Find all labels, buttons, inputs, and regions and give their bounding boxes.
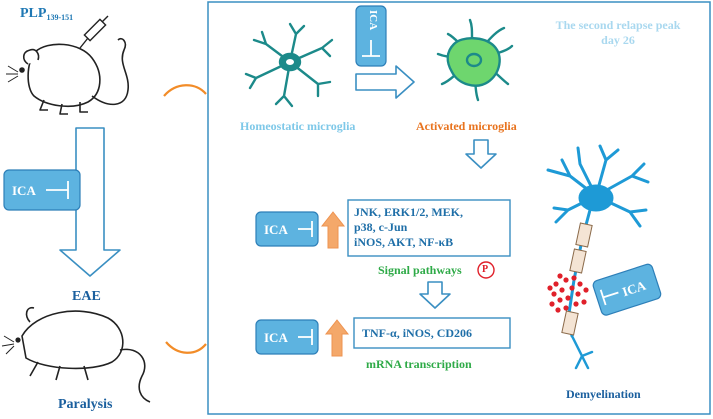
ica-inhibitor-neuron bbox=[592, 263, 662, 316]
ica-label-left: ICA bbox=[12, 183, 36, 198]
signal-pathway-box bbox=[347, 199, 511, 257]
connector-arc-top bbox=[163, 84, 207, 97]
activated-label: Activated microglia bbox=[416, 119, 517, 133]
demyelination-debris bbox=[547, 273, 589, 313]
main-panel-frame bbox=[207, 1, 711, 415]
upregulation-arrow-signal bbox=[320, 211, 346, 249]
relapse-line1: The second relapse peak bbox=[555, 18, 681, 32]
signal-line-3: iNOS, AKT, NF-κB bbox=[354, 235, 454, 249]
mrna-label: mRNA transcription bbox=[366, 357, 472, 371]
ica-inhibitor-left bbox=[3, 169, 81, 211]
ica-inhibitor-top bbox=[355, 5, 387, 67]
antigen-subscript: 139-151 bbox=[46, 13, 74, 22]
signal-pathway-text: JNK, ERK1/2, MEK, p38, c-Jun iNOS, AKT, … bbox=[354, 205, 463, 250]
phospho-symbol: P bbox=[482, 264, 489, 275]
mrna-box bbox=[353, 317, 511, 349]
demyelination-label: Demyelination bbox=[566, 387, 641, 401]
mouse-icon bbox=[6, 37, 129, 115]
paralyzed-mouse-icon bbox=[1, 306, 151, 403]
ica-label-mrna: ICA bbox=[264, 330, 288, 345]
ica-label-top: ICA bbox=[367, 10, 379, 31]
relapse-peak-title: The second relapse peak day 26 bbox=[538, 18, 698, 48]
signal-line-1: JNK, ERK1/2, MEK, bbox=[354, 205, 464, 219]
activation-arrow bbox=[355, 65, 415, 99]
signal-line-2: p38, c-Jun bbox=[354, 220, 408, 234]
phospho-marker bbox=[477, 261, 495, 279]
syringe-icon bbox=[79, 15, 109, 49]
ica-inhibitor-signal bbox=[255, 211, 319, 247]
upregulation-arrow-mrna bbox=[324, 319, 350, 357]
homeostatic-microglia-icon bbox=[244, 22, 334, 108]
homeostatic-label: Homeostatic microglia bbox=[240, 119, 356, 133]
myelin-sheath bbox=[561, 222, 593, 336]
eae-label: EAE bbox=[72, 289, 101, 304]
paralysis-label: Paralysis bbox=[58, 397, 113, 412]
ica-inhibitor-mrna bbox=[255, 319, 319, 355]
mrna-text: TNF-α, iNOS, CD206 bbox=[362, 326, 473, 340]
connector-arc-bottom bbox=[165, 341, 207, 354]
downstream-arrow-2 bbox=[419, 281, 451, 309]
ica-label-signal: ICA bbox=[264, 222, 288, 237]
disease-progression-arrow bbox=[59, 127, 121, 277]
downstream-arrow-1 bbox=[465, 139, 497, 169]
signal-pathways-label: Signal pathways bbox=[378, 263, 462, 277]
antigen-label: PLP139-151 bbox=[20, 7, 73, 22]
antigen-name: PLP bbox=[20, 6, 47, 21]
neuron-icon bbox=[546, 144, 650, 370]
activated-microglia-icon bbox=[436, 18, 514, 102]
relapse-line2: day 26 bbox=[601, 33, 635, 47]
